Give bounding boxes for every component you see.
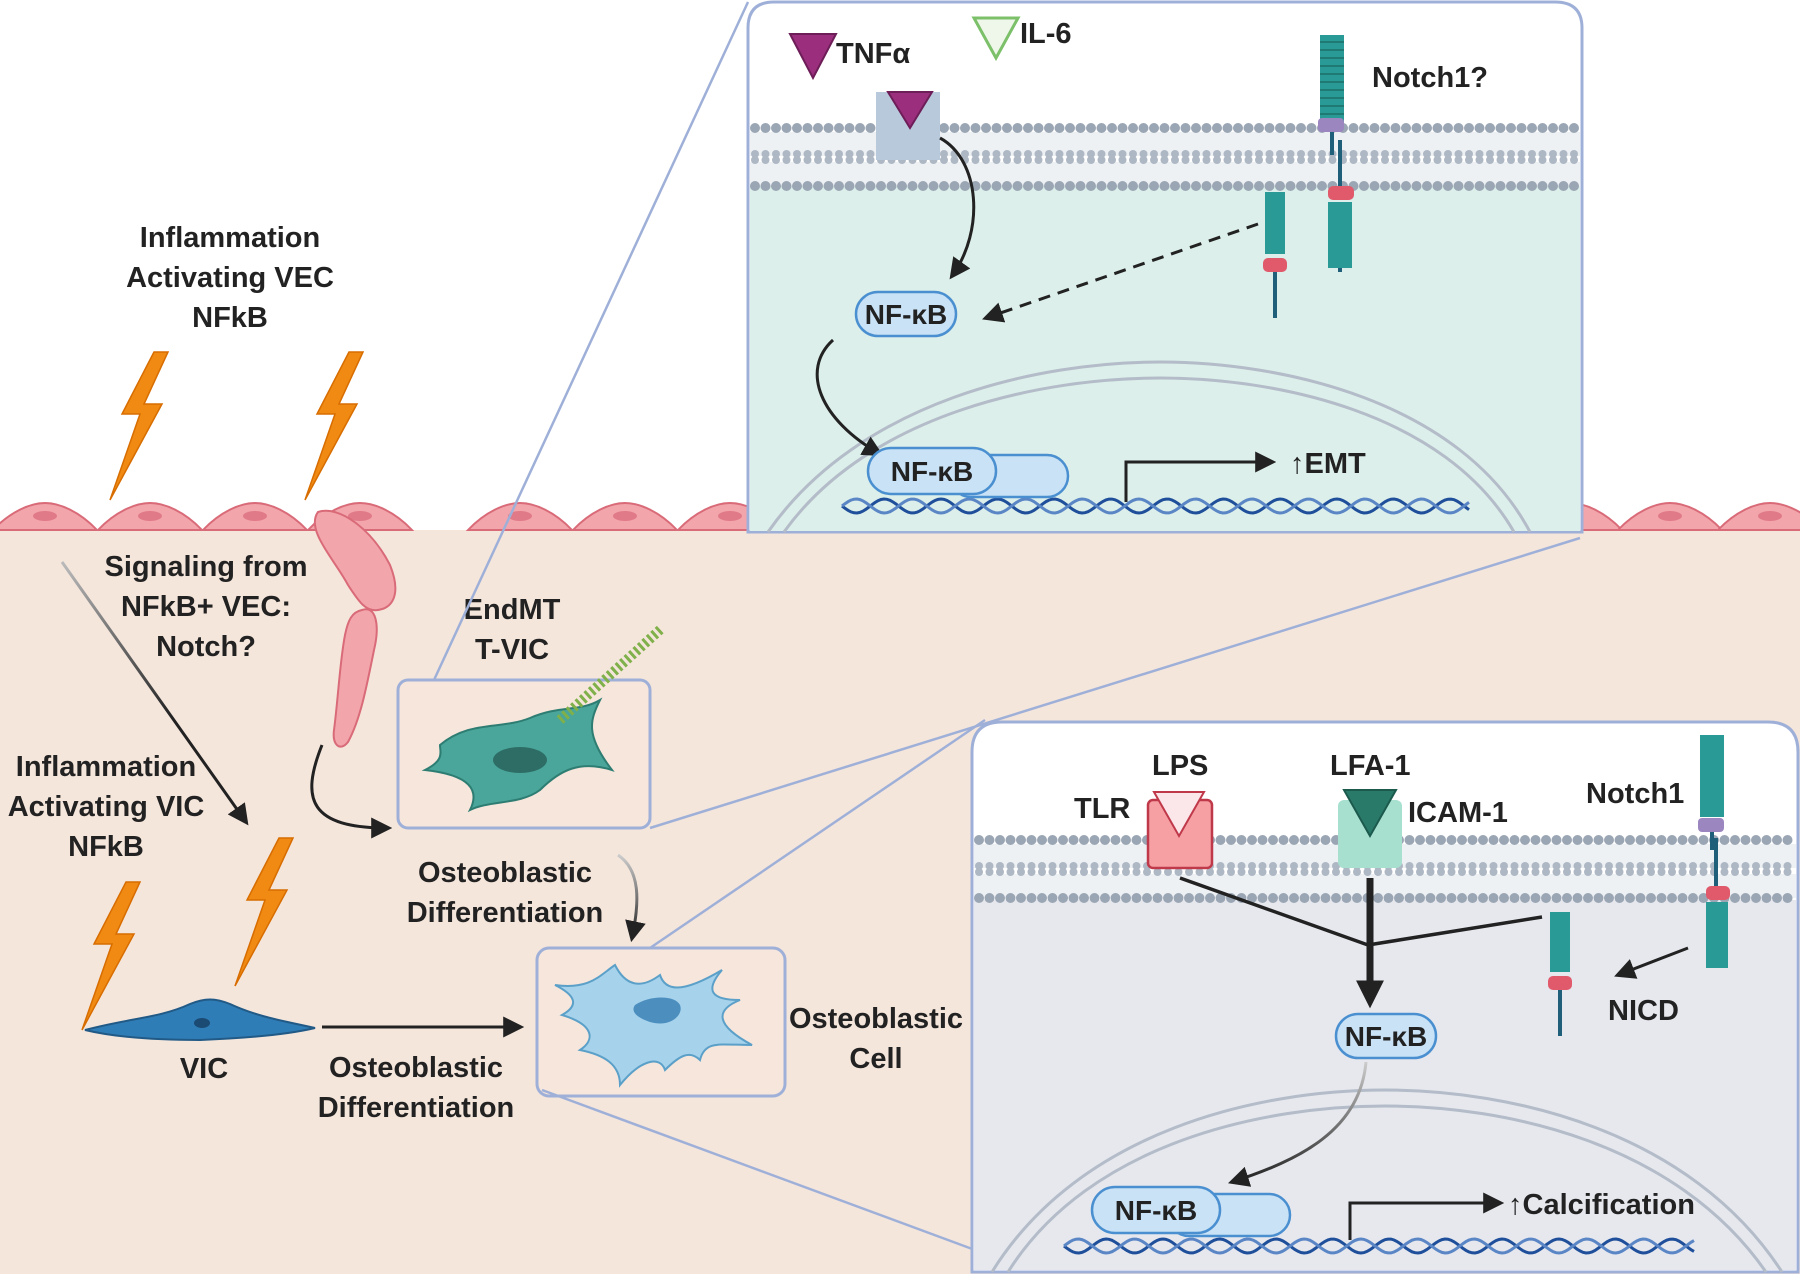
tvic-to-osteo-arrow xyxy=(617,853,646,943)
endmt-migrating-cells xyxy=(313,509,397,748)
endmt-label-line: EndMT xyxy=(464,594,561,626)
osteo-diff-1-label-line: Osteoblastic xyxy=(418,857,592,889)
lightning-bolt-icon xyxy=(109,351,170,501)
lps-label: LPS xyxy=(1152,750,1208,782)
notch-cleavage-arrow xyxy=(1614,946,1689,979)
il6-ligand-icon xyxy=(971,16,1021,62)
osteoblast-nucleus xyxy=(633,997,681,1024)
vic-nucleus xyxy=(194,1018,210,1028)
osteoblast-box xyxy=(535,946,787,1098)
tvic-nucleus xyxy=(493,747,547,773)
lightning-bolt-icon xyxy=(304,351,365,501)
lfa1-ligand-icon xyxy=(1342,789,1398,839)
notch-to-nfkb-dashed-arrow xyxy=(982,222,1259,323)
notch1-label: Notch1 xyxy=(1586,778,1684,810)
nfkb-nuclear-label-lower: NF-κB xyxy=(1115,1195,1197,1226)
osteo-cell-label-line: Cell xyxy=(849,1043,902,1075)
collagen-fiber xyxy=(556,624,666,724)
dna-helix-icon xyxy=(1063,1237,1695,1255)
lightning-bolt-icon xyxy=(81,881,142,1031)
calcification-transcription-arrow xyxy=(1348,1192,1505,1240)
tnfa-ligand-icon xyxy=(788,33,838,81)
signaling-label-line: Signaling from xyxy=(105,551,308,583)
nfkb-nuclear-translocation-arrow-lower xyxy=(1228,1061,1368,1187)
inflammation-vec-label-line: Inflammation xyxy=(140,222,320,254)
inflammation-vic-label-line: Activating VIC xyxy=(8,791,205,823)
nfkb-cyto-pill-lower xyxy=(1334,1012,1438,1060)
lower-inset-panel: LPS TLR LFA-1 ICAM-1 Notch1 NICD NF-κB N… xyxy=(970,720,1800,1274)
tnfa-ligand-bound xyxy=(886,91,934,130)
tvic-box xyxy=(396,624,666,830)
inflammation-vic-label-line: Inflammation xyxy=(16,751,196,783)
nfkb-nuclear-pill xyxy=(866,446,998,496)
notch1-receptor-lower xyxy=(1698,735,1730,968)
zoom-connectors xyxy=(432,1,1581,1252)
osteoblast-cell xyxy=(554,963,753,1088)
nicd-fragment-upper xyxy=(1263,192,1287,318)
endmt-arrow xyxy=(310,744,393,839)
endothelial-cell xyxy=(1615,501,1725,531)
upper-inset-panel: TNFα IL-6 Notch1? NF-κB NF-κB ↑EMT xyxy=(746,0,1584,534)
nfkb-nuclear-label: NF-κB xyxy=(891,456,973,487)
endmt-label-line: T-VIC xyxy=(475,634,549,666)
left-arrows xyxy=(60,561,646,1038)
nfkb-cyto-label: NF-κB xyxy=(865,299,947,330)
emt-label: ↑EMT xyxy=(1290,448,1366,480)
inflammation-vic-label-line: NFkB xyxy=(68,831,144,863)
lfa1-label: LFA-1 xyxy=(1330,750,1411,782)
inflammation-vec-label-line: NFkB xyxy=(192,302,268,334)
tlr-to-nfkb-line xyxy=(1179,876,1369,947)
lightning-bolt-icon xyxy=(234,837,295,987)
endothelial-cell xyxy=(200,501,310,531)
endothelial-cell xyxy=(1715,501,1800,531)
endothelial-cell xyxy=(0,501,100,531)
il6-label: IL-6 xyxy=(1020,18,1072,50)
endothelial-cell xyxy=(95,501,205,531)
tnfa-label: TNFα xyxy=(836,38,910,70)
nicd-fragment-lower xyxy=(1548,912,1572,1036)
signaling-label-line: Notch? xyxy=(156,631,256,663)
notch1-question-label: Notch1? xyxy=(1372,62,1488,94)
osteo-diff-2-label-line: Osteoblastic xyxy=(329,1052,503,1084)
tlr-label: TLR xyxy=(1074,793,1130,825)
lipid-bilayer-membrane xyxy=(750,123,1580,191)
nfkb-cyto-label-lower: NF-κB xyxy=(1345,1021,1427,1052)
calcification-label: ↑Calcification xyxy=(1508,1189,1695,1221)
dna-helix-icon xyxy=(841,497,1470,515)
osteo-diff-2-label-line: Differentiation xyxy=(318,1092,515,1124)
lower-nucleus xyxy=(990,1088,1784,1273)
vic-label: VIC xyxy=(180,1053,228,1085)
signaling-arrow xyxy=(60,561,249,826)
osteo-cell-label-line: Osteoblastic xyxy=(789,1003,963,1035)
nfkb-nuclear-pill-lower xyxy=(1090,1185,1222,1235)
signaling-label-line: NFkB+ VEC: xyxy=(121,591,291,623)
nicd-to-nfkb-line xyxy=(1367,915,1543,947)
icam1-label: ICAM-1 xyxy=(1408,797,1508,829)
inflammation-vec-label-line: Activating VEC xyxy=(126,262,334,294)
nfkb-nuclear-translocation-arrow xyxy=(815,338,884,457)
endothelial-cell xyxy=(465,501,575,531)
tnf-to-nfkb-arrow xyxy=(939,136,976,280)
osteo-diff-1-label-line: Differentiation xyxy=(407,897,604,929)
upper-nucleus xyxy=(766,360,1532,533)
notch1-receptor xyxy=(1318,35,1354,272)
lps-ligand-icon xyxy=(1152,791,1206,839)
emt-transcription-arrow xyxy=(1124,451,1277,502)
nfkb-cyto-pill xyxy=(854,290,958,338)
endothelial-cell xyxy=(570,501,680,531)
nicd-label: NICD xyxy=(1608,995,1679,1027)
